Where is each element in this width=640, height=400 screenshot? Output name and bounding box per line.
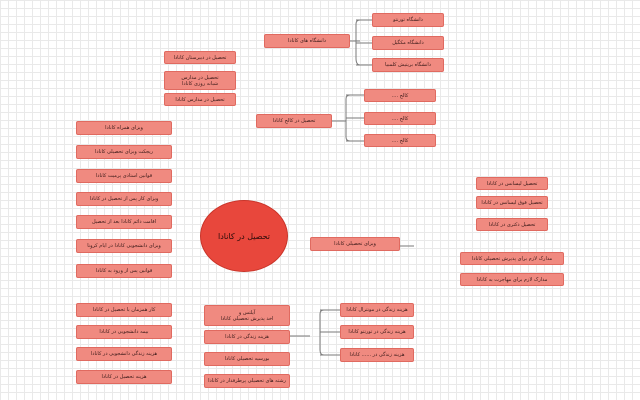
topic-node[interactable]: قوانین پس از ورود به کانادا bbox=[76, 264, 172, 278]
topic-node[interactable]: بیمه دانشجویی در کانادا bbox=[76, 325, 172, 339]
topic-node[interactable]: دانشگاه های کانادا bbox=[264, 34, 350, 48]
topic-node[interactable]: تحصیل در مدارس کانادا bbox=[164, 93, 236, 106]
topic-node[interactable]: ویزای همراه کانادا bbox=[76, 121, 172, 135]
topic-node[interactable]: تحصیل لیسانس در کانادا bbox=[476, 177, 548, 190]
topic-node[interactable]: دانشگاه بریتیش کلمبیا bbox=[372, 58, 444, 72]
topic-node[interactable]: تحصیل فوق لیسانس در کانادا bbox=[476, 196, 548, 209]
topic-node[interactable]: تحصیل در مدارس شبانه روزی کانادا bbox=[164, 71, 236, 90]
topic-node[interactable]: قوانین استادی پرمیت کانادا bbox=[76, 169, 172, 183]
topic-node[interactable]: هزینه زندگی دانشجویی در کانادا bbox=[76, 347, 172, 361]
topic-node[interactable]: دانشگاه مکگیل bbox=[372, 36, 444, 50]
topic-node[interactable]: کالج .... bbox=[364, 112, 436, 125]
topic-node[interactable]: ویزای تحصیلی کانادا bbox=[310, 237, 400, 251]
topic-node[interactable]: مدارک لازم برای مهاجرت به کانادا bbox=[460, 273, 564, 286]
topic-node[interactable]: دانشگاه تورنتو bbox=[372, 13, 444, 27]
connector-living-cost bbox=[290, 309, 340, 356]
topic-node[interactable]: کار همزمان با تحصیل در کانادا bbox=[76, 303, 172, 317]
topic-node[interactable]: کالج .... bbox=[364, 134, 436, 147]
topic-node[interactable]: رشته های تحصیلی پرطرفدار در کانادا bbox=[204, 374, 290, 388]
topic-node[interactable]: تحصیل در دبیرستان کانادا bbox=[164, 51, 236, 64]
topic-node[interactable]: مدارک لازم برای پذیرش تحصیلی کانادا bbox=[460, 252, 564, 265]
topic-node[interactable]: هزینه زندگی در مونترال کانادا bbox=[340, 303, 414, 317]
connector-universities bbox=[350, 19, 372, 66]
central-topic-node[interactable]: تحصیل در کانادا bbox=[200, 200, 288, 272]
connector-colleges bbox=[332, 94, 364, 142]
topic-node[interactable]: کالج .... bbox=[364, 89, 436, 102]
topic-node[interactable]: آیلتس و اخذ پذیرش تحصیلی کانادا bbox=[204, 305, 290, 326]
topic-node[interactable]: اقامت دائم کانادا بعد از تحصیل bbox=[76, 215, 172, 229]
topic-node[interactable]: هزینه زندگی در تورنتو کانادا bbox=[340, 325, 414, 339]
topic-node[interactable]: تحصیل دکتری در کانادا bbox=[476, 218, 548, 231]
topic-node[interactable]: هزینه زندگی در کانادا bbox=[204, 330, 290, 344]
topic-node[interactable]: ریجکت ویزای تحصیلی کانادا bbox=[76, 145, 172, 159]
topic-node[interactable]: هزینه زندگی در ...... کانادا bbox=[340, 348, 414, 362]
topic-node[interactable]: ویزای دانشجویی کانادا در ایام کرونا bbox=[76, 239, 172, 253]
topic-node[interactable]: ویزای کار پس از تحصیل در کانادا bbox=[76, 192, 172, 206]
topic-node[interactable]: هزینه تحصیل در کانادا bbox=[76, 370, 172, 384]
topic-node[interactable]: تحصیل در کالج کانادا bbox=[256, 114, 332, 128]
topic-node[interactable]: بورسیه تحصیلی کانادا bbox=[204, 352, 290, 366]
